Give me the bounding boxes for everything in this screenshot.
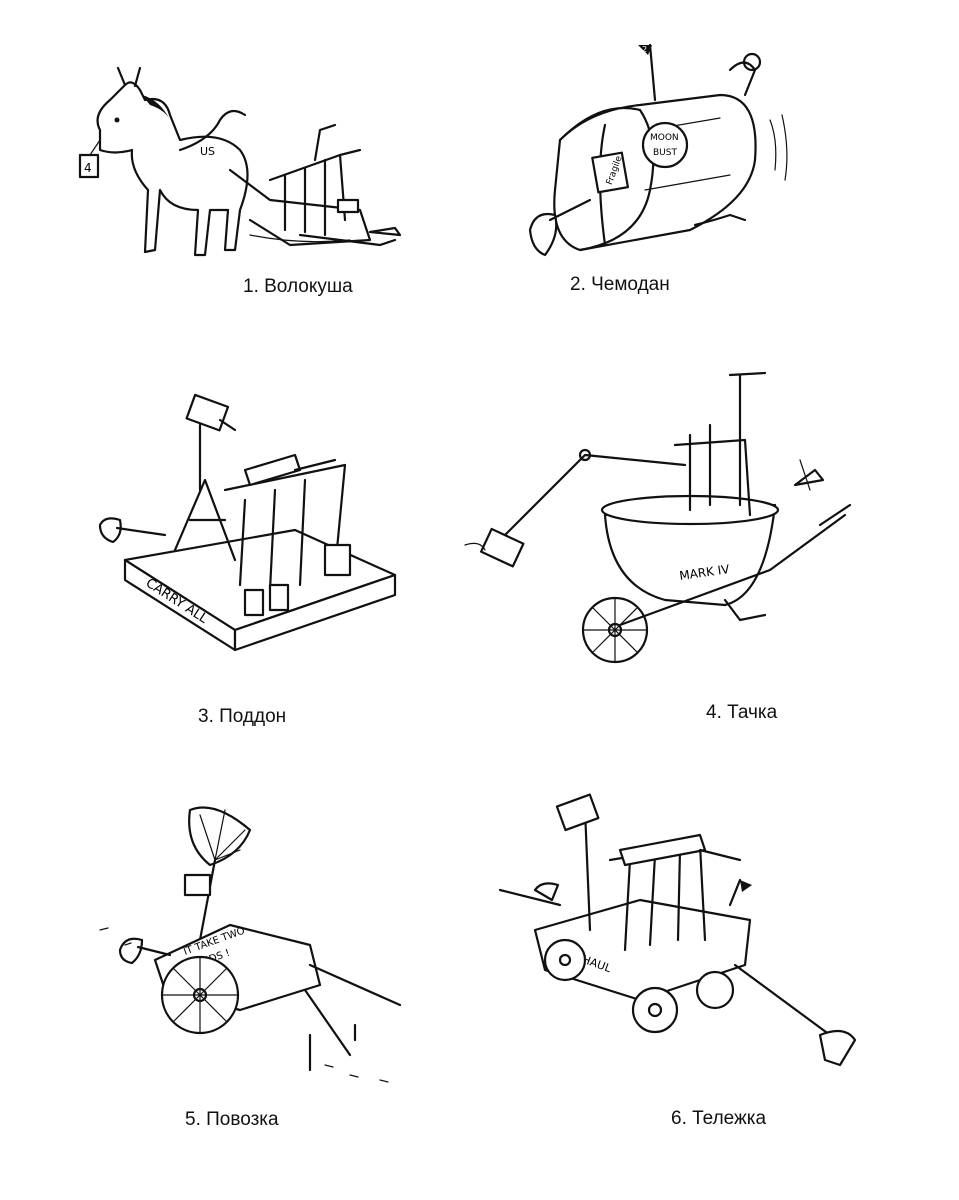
svg-text:4: 4 (84, 161, 92, 175)
panel-6-wagon: U-HAUL 6. Тележка (490, 790, 870, 1145)
caption-1: 1. Волокуша (243, 276, 353, 297)
panel-5-handcart: IT TAKE TWO HANDS ! 5. Повозка (80, 795, 440, 1145)
svg-text:US: US (200, 145, 215, 158)
caption-4: 4. Тачка (706, 702, 778, 723)
pallet-drawing: CARRY ALL (98, 393, 397, 652)
svg-text:2: 2 (642, 45, 647, 54)
wheelbarrow-drawing: MARK IV (464, 371, 852, 664)
donkey-drawing: 4 US (78, 66, 402, 257)
caption-5: 5. Повозка (185, 1109, 279, 1130)
panel-4-wheelbarrow: MARK IV 4. Тачка (464, 365, 865, 725)
svg-text:BUST: BUST (653, 148, 677, 158)
caption-3: 3. Поддон (198, 706, 287, 727)
caption-2: 2. Чемодан (570, 274, 670, 295)
caption-6: 6. Тележка (671, 1108, 767, 1129)
panel-1-sledge: 4 US 1. Волокуша (70, 60, 430, 310)
wagon-drawing: U-HAUL (498, 793, 857, 1067)
svg-text:MOON: MOON (650, 133, 679, 143)
handcart-drawing: IT TAKE TWO HANDS ! (99, 806, 402, 1083)
panel-3-pallet: CARRY ALL 3. Поддон (95, 380, 415, 730)
panel-2-suitcase: Fragile MOON BUST 2 2. Чемодан (520, 40, 820, 300)
suitcase-drawing: Fragile MOON BUST 2 (528, 43, 788, 257)
